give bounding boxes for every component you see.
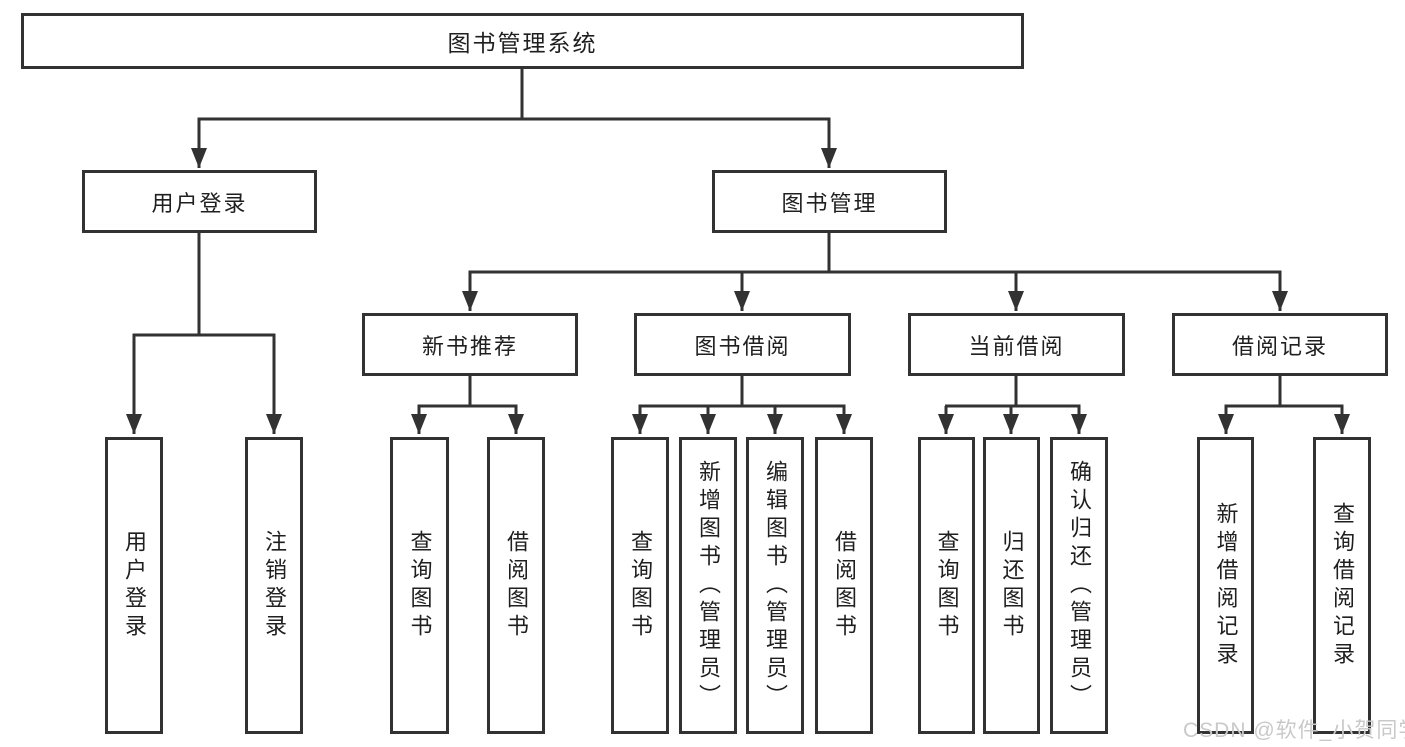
leaf-edit-books-admin: 编辑图书（管理员） [746, 437, 804, 734]
node-current-borrowing: 当前借阅 [908, 313, 1125, 376]
node-new-book-recommendation: 新书推荐 [362, 313, 578, 376]
leaf-borrow-books-rec: 借阅图书 [487, 437, 545, 734]
node-library-management-system: 图书管理系统 [21, 13, 1024, 69]
node-book-management: 图书管理 [712, 170, 947, 233]
node-book-borrowing: 图书借阅 [634, 313, 851, 376]
node-borrowing-records: 借阅记录 [1172, 313, 1388, 376]
leaf-return-books: 归还图书 [983, 437, 1040, 734]
leaf-borrow-books: 借阅图书 [815, 437, 873, 734]
leaf-logout: 注销登录 [245, 437, 303, 734]
leaf-query-books-rec: 查询图书 [390, 437, 449, 734]
leaf-confirm-return-admin: 确认归还（管理员） [1050, 437, 1108, 734]
leaf-add-borrow-record: 新增借阅记录 [1197, 437, 1254, 734]
leaf-user-login: 用户登录 [105, 437, 163, 734]
leaf-query-books-borrow: 查询图书 [611, 437, 669, 734]
leaf-query-books-current: 查询图书 [918, 437, 975, 734]
leaf-add-books-admin: 新增图书（管理员） [679, 437, 737, 734]
csdn-watermark: CSDN @软件_小贺同学 [1183, 719, 1405, 742]
node-user-login: 用户登录 [82, 170, 317, 233]
leaf-query-borrow-record: 查询借阅记录 [1313, 437, 1371, 734]
